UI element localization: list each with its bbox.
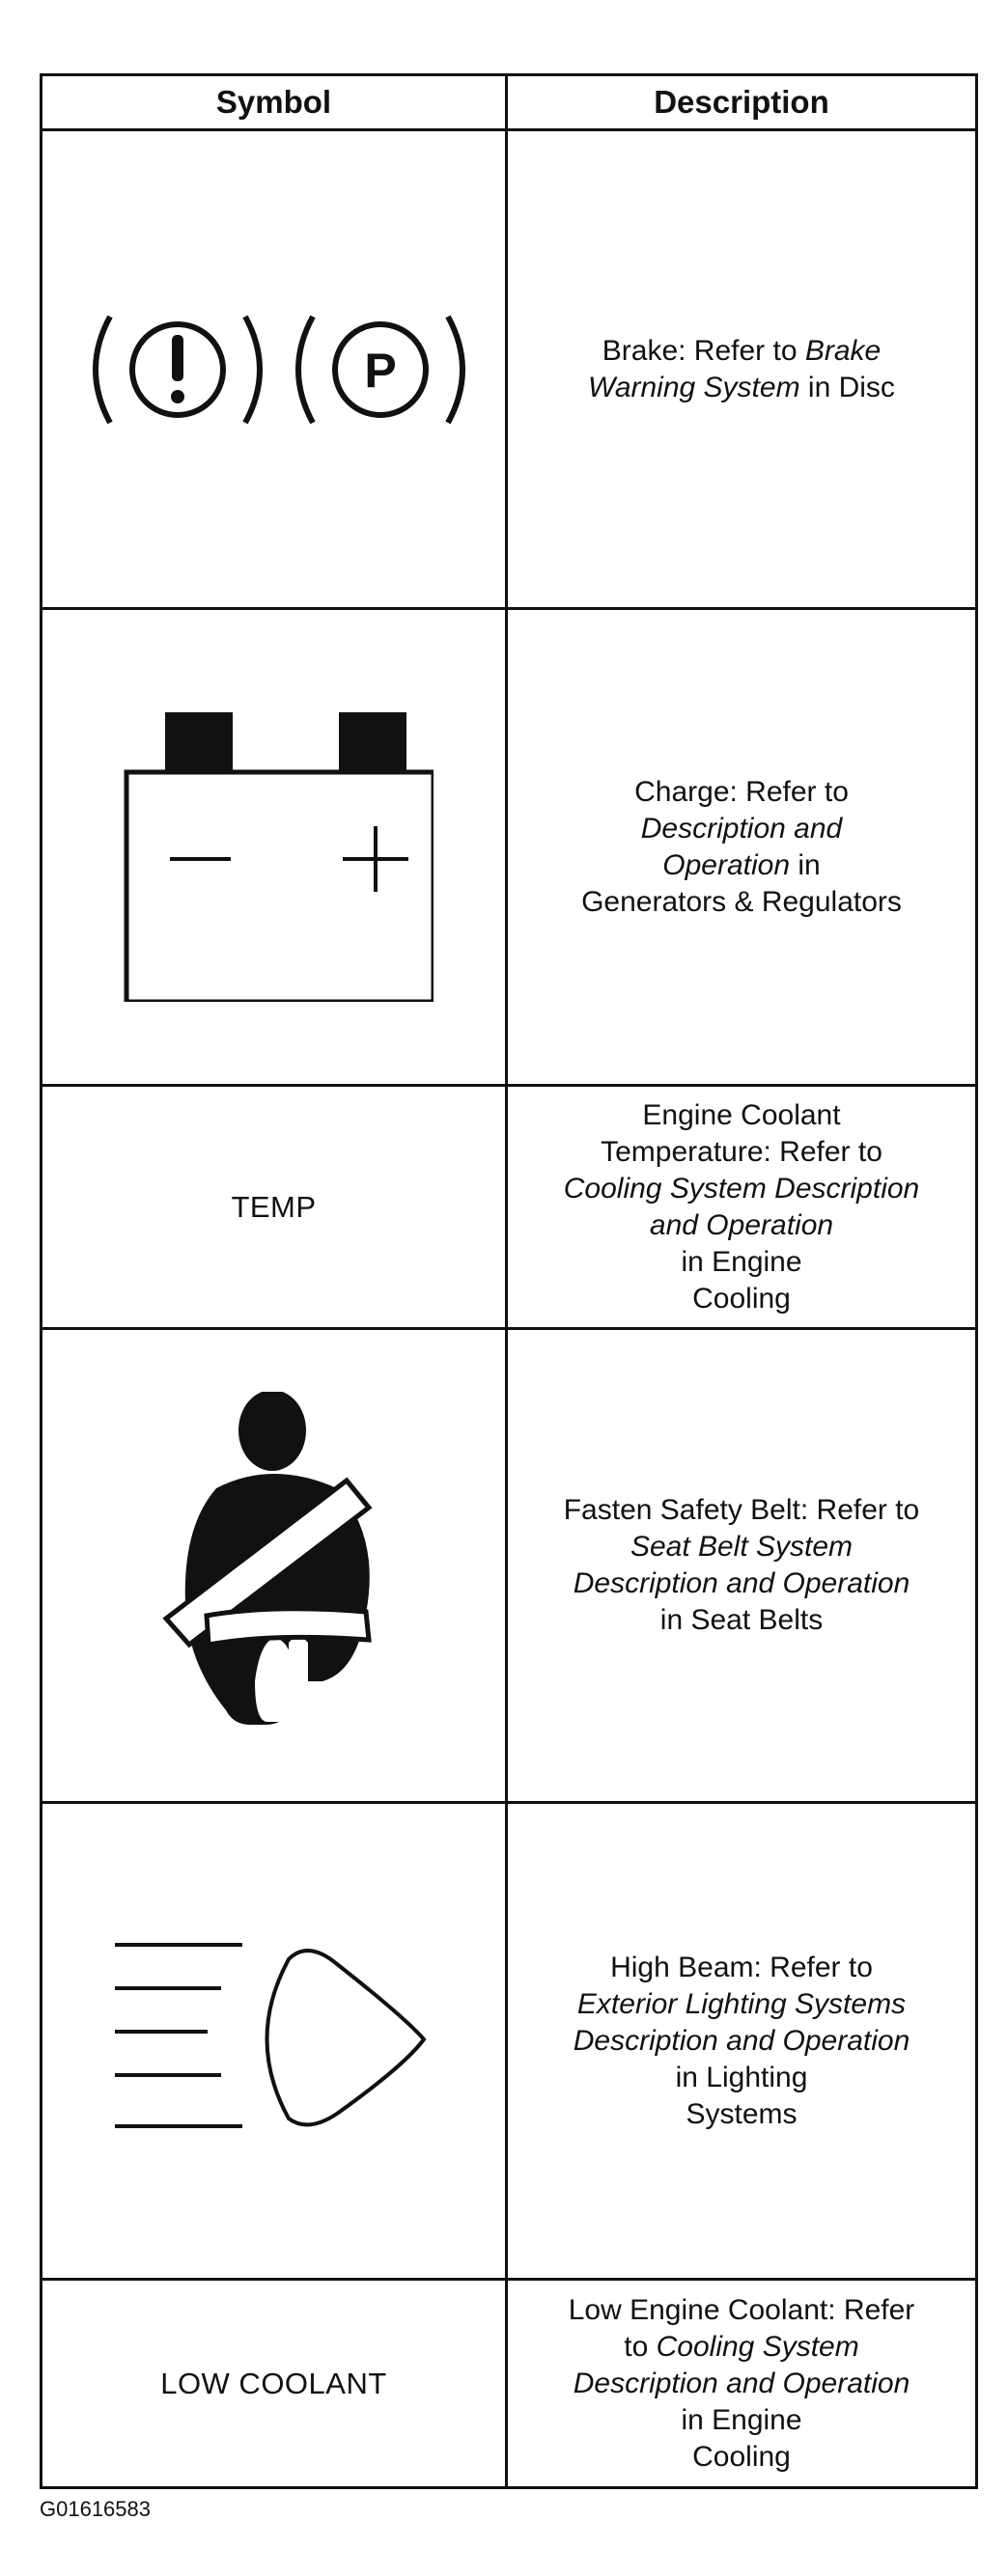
brake-symbols: P <box>92 315 465 424</box>
description-cell: Engine Coolant Temperature: Refer to Coo… <box>505 1084 978 1330</box>
seat-belt-icon <box>161 1392 373 1725</box>
description-cell: Fasten Safety Belt: Refer to Seat Belt S… <box>505 1327 978 1804</box>
svg-text:P: P <box>364 344 396 398</box>
table-row: LOW COOLANT Low Engine Coolant: Refer to… <box>40 2278 978 2489</box>
description-cell: High Beam: Refer to Exterior Lighting Sy… <box>505 1801 978 2281</box>
brake-warning-icon <box>92 315 263 424</box>
table-row: Fasten Safety Belt: Refer to Seat Belt S… <box>40 1327 978 1804</box>
description-cell: Charge: Refer to Description and Operati… <box>505 607 978 1087</box>
symbol-cell: LOW COOLANT <box>40 2278 508 2489</box>
table-row: TEMP Engine Coolant Temperature: Refer t… <box>40 1084 978 1330</box>
table-row: High Beam: Refer to Exterior Lighting Sy… <box>40 1801 978 2281</box>
description-column-header: Description <box>505 73 978 131</box>
low-coolant-symbol-text: LOW COOLANT <box>160 2366 387 2400</box>
symbol-cell <box>40 1801 508 2281</box>
table-header-row: Symbol Description <box>40 73 978 131</box>
symbol-cell: P <box>40 128 508 610</box>
temp-symbol-text: TEMP <box>231 1189 317 1224</box>
table-row: Charge: Refer to Description and Operati… <box>40 607 978 1087</box>
symbol-column-header: Symbol <box>40 73 508 131</box>
table-row: P Brake: Refer to Brake Warning System i… <box>40 128 978 610</box>
figure-id: G01616583 <box>40 2497 151 2521</box>
symbol-cell: TEMP <box>40 1084 508 1330</box>
symbol-cell <box>40 607 508 1087</box>
description-cell: Low Engine Coolant: Refer to Cooling Sys… <box>505 2278 978 2489</box>
symbol-cell <box>40 1327 508 1804</box>
high-beam-icon <box>114 1942 427 2128</box>
symbol-table: Symbol Description <box>40 73 978 2489</box>
parking-brake-icon: P <box>294 315 465 424</box>
description-cell: Brake: Refer to Brake Warning System in … <box>505 128 978 610</box>
battery-charge-icon <box>124 711 434 1002</box>
